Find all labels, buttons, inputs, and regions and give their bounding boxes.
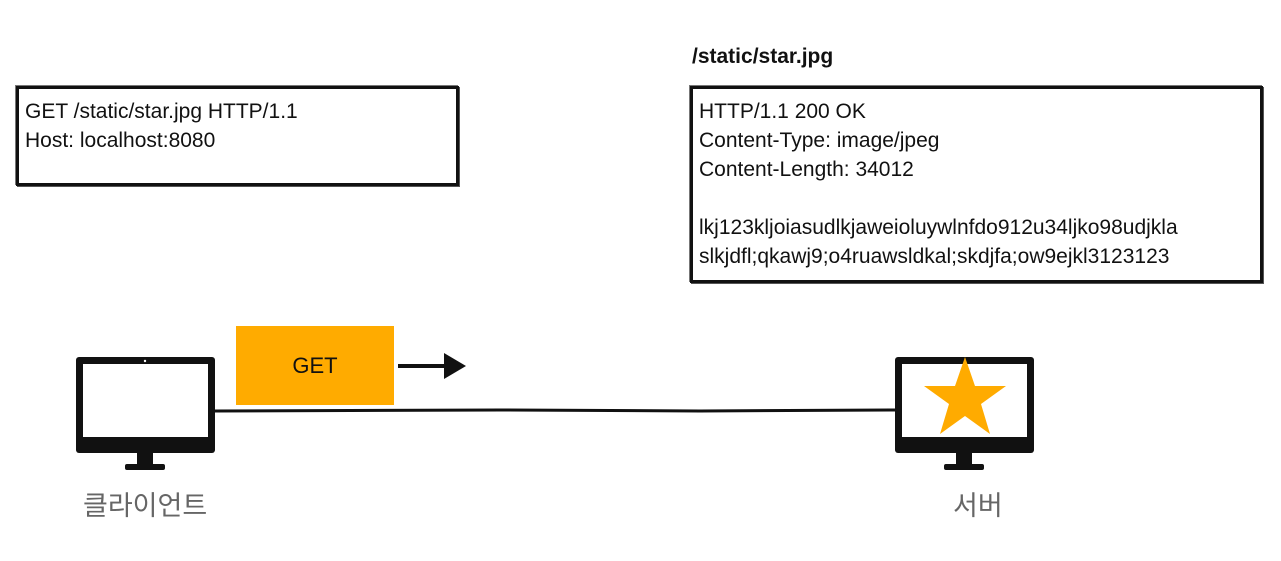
response-status-line: HTTP/1.1 200 OK xyxy=(699,100,866,123)
client-label: 클라이언트 xyxy=(83,491,208,522)
connection-line xyxy=(213,408,896,413)
request-message-box: GET /static/star.jpg HTTP/1.1 Host: loca… xyxy=(16,86,459,186)
server-label: 서버 xyxy=(953,491,1003,522)
get-method-badge: GET xyxy=(236,326,394,405)
request-line: GET /static/star.jpg HTTP/1.1 xyxy=(25,100,298,123)
get-method-label: GET xyxy=(292,352,338,378)
response-message-box: HTTP/1.1 200 OK Content-Type: image/jpeg… xyxy=(690,86,1263,283)
request-arrow-icon xyxy=(398,353,466,379)
response-body-line-2: slkjdfl;qkawj9;o4ruawsldkal;skdjfa;ow9ej… xyxy=(699,245,1170,268)
response-body-line-1: lkj123kljoiasudlkjaweioluywlnfdo912u34lj… xyxy=(699,216,1178,239)
response-resource-path: /static/star.jpg xyxy=(692,45,834,68)
response-content-type: Content-Type: image/jpeg xyxy=(699,129,940,152)
star-icon xyxy=(924,357,1006,434)
response-content-length: Content-Length: 34012 xyxy=(699,158,914,181)
client-monitor-icon xyxy=(76,357,215,470)
request-host-header: Host: localhost:8080 xyxy=(25,129,216,152)
